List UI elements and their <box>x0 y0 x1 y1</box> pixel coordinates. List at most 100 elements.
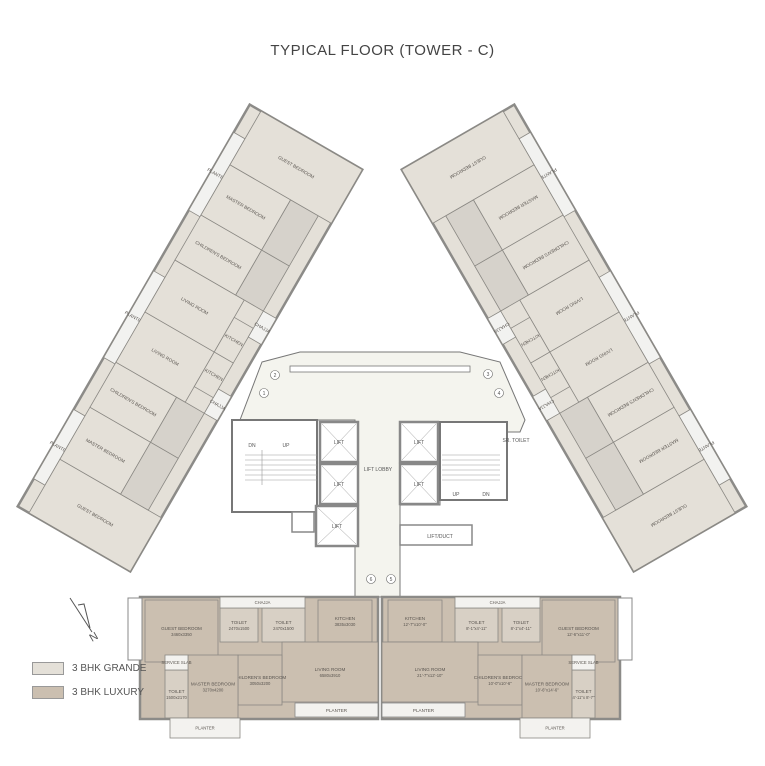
room-toilet3 <box>571 669 596 719</box>
svg-text:LIFT: LIFT <box>332 524 342 530</box>
legend-item-luxury: 3 BHK LUXURY <box>32 686 144 699</box>
room-name-master: MASTER BEDROOM <box>191 682 235 687</box>
room-size-children: 3050x3200 <box>250 681 271 686</box>
room-size-master: 3270x4200 <box>203 688 224 693</box>
room-name-toilet2: TOILET <box>469 620 485 625</box>
room-size-living: 21'-7"x12'-10" <box>417 673 443 678</box>
room-toilet3 <box>164 669 189 719</box>
stair-dn-label-right: DN <box>482 492 490 498</box>
room-name-toilet3: TOILET <box>169 689 185 694</box>
stair-up-label: UP <box>283 443 291 449</box>
stair-right[interactable] <box>439 421 508 501</box>
lift-right-2: LIFT <box>398 462 440 506</box>
planter <box>294 702 379 718</box>
room-name-living: LIVING ROOM <box>415 667 446 672</box>
flat-numbers: 1 2 3 4 5 6 <box>259 369 504 584</box>
room-toilet <box>150 396 205 459</box>
room-toilet1 <box>219 607 259 643</box>
room-label-service: SERVICE SLAB <box>568 660 598 665</box>
room-guest <box>541 599 616 663</box>
svg-text:6: 6 <box>370 577 373 583</box>
room-chajja <box>219 596 306 609</box>
room-size-toilet2: 8'-1"x4'-11" <box>466 626 487 631</box>
room-chajja <box>247 310 277 346</box>
room-name-master: MASTER BEDROOM <box>525 682 569 687</box>
room-toilet2 <box>261 607 306 643</box>
room-master <box>521 654 573 719</box>
svg-text:LIFT: LIFT <box>414 440 424 446</box>
room-name-guest: GUEST BEDROOM <box>558 626 599 631</box>
core: DN UP LIFT LIFT LIFT LIFT LIFT <box>231 351 530 598</box>
room-guest <box>401 110 535 224</box>
lift-duct <box>399 524 473 546</box>
lift-left-1: LIFT <box>318 420 360 464</box>
room-planter <box>519 717 591 739</box>
planter <box>381 702 466 718</box>
north-label: N <box>88 630 101 644</box>
room-name-kitchen: KITCHEN <box>335 616 355 621</box>
room-children <box>237 654 283 706</box>
room-name-children: CHILDREN'S BEDROOM <box>474 675 527 680</box>
room-name-living: LIVING ROOM <box>315 667 346 672</box>
room-name-toilet1: TOILET <box>231 620 247 625</box>
room-living <box>381 641 479 703</box>
room-name-toilet2: TOILET <box>276 620 292 625</box>
room-kitchen <box>213 316 254 364</box>
legend-label-grande: 3 BHK GRANDE <box>72 663 147 674</box>
room-kitchen <box>317 599 373 643</box>
legend-swatch-luxury <box>32 686 64 699</box>
legend-label-luxury: 3 BHK LUXURY <box>72 687 145 698</box>
room-size-living: 6580x3910 <box>320 673 341 678</box>
room-size-toilet1: 8'-1"x4'-11" <box>511 626 532 631</box>
room-kitchen <box>510 316 551 364</box>
room-name-toilet1: TOILET <box>513 620 529 625</box>
room-chajja <box>454 596 541 609</box>
stair-up-label-right: UP <box>453 492 461 498</box>
room-planter <box>169 717 241 739</box>
room-living <box>281 641 379 703</box>
room-label-chajja: CHAJJA <box>255 600 271 605</box>
svg-text:2: 2 <box>274 373 277 379</box>
lift-right-1: LIFT <box>398 420 440 464</box>
room-size-children: 10'-0"x10'-6" <box>488 681 512 686</box>
room-size-guest: 3460x3350 <box>171 632 192 637</box>
balcony-right <box>617 597 633 661</box>
stair-dn-label: DN <box>248 443 256 449</box>
room-guest <box>229 110 363 224</box>
room-toilet2 <box>454 607 499 643</box>
svg-text:LIFT: LIFT <box>334 482 344 488</box>
room-label-service: SERVICE SLAB <box>161 660 191 665</box>
room-kitchen <box>387 599 443 643</box>
balcony-left <box>127 597 143 661</box>
room-name-toilet3: TOILET <box>576 689 592 694</box>
room-size-toilet1: 2470x1500 <box>229 626 250 631</box>
legend-item-grande: 3 BHK GRANDE <box>32 662 146 675</box>
svg-text:LIFT: LIFT <box>414 482 424 488</box>
room-size-toilet3: 1500x2170 <box>166 695 187 700</box>
planter-label: PLANTER <box>326 708 348 713</box>
room-name-kitchen: KITCHEN <box>405 616 425 621</box>
room-toilet1 <box>501 607 541 643</box>
svg-text:LIFT: LIFT <box>334 440 344 446</box>
room-label-planter: PLANTER <box>195 726 214 731</box>
plan-title: TYPICAL FLOOR (TOWER - C) <box>270 42 495 59</box>
svg-text:4: 4 <box>498 391 501 397</box>
north-arrow-icon <box>69 597 93 633</box>
svg-text:5: 5 <box>390 577 393 583</box>
lift-lobby-label: LIFT LOBBY <box>364 467 393 473</box>
room-label-planter: PLANTER <box>545 726 564 731</box>
room-label-chajja: CHAJJA <box>490 600 506 605</box>
room-master <box>187 654 239 719</box>
planter-label: PLANTER <box>413 708 435 713</box>
room-service <box>571 654 596 671</box>
room-chajja <box>203 388 232 422</box>
room-toilet <box>559 396 614 459</box>
stair-left[interactable] <box>231 419 318 513</box>
legend-swatch-grande <box>32 662 64 675</box>
room-name-guest: GUEST BEDROOM <box>161 626 202 631</box>
room-name-children: CHILDREN'S BEDROOM <box>234 675 287 680</box>
